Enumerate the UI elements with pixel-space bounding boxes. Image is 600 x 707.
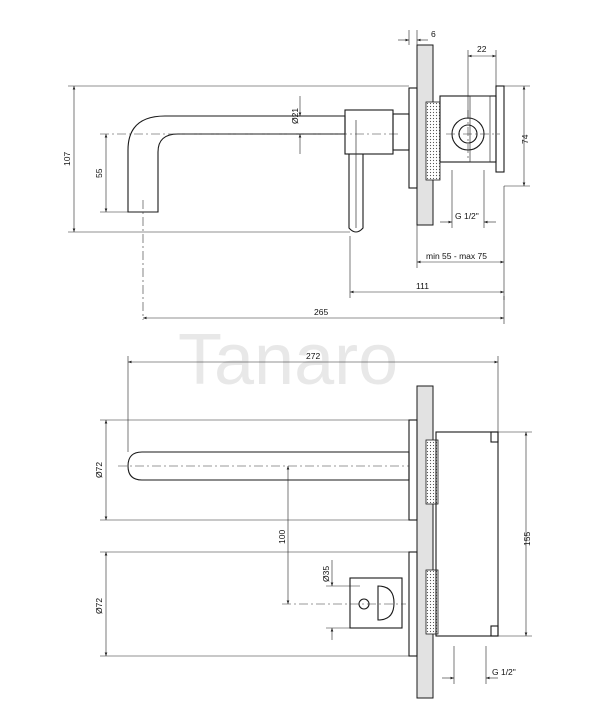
dim-box-height: 74: [520, 134, 530, 144]
lever-side: [348, 153, 364, 233]
dim-box-offset: 22: [477, 44, 487, 54]
dim-wall-thickness: 6: [431, 29, 436, 39]
watermark: Tanaro: [178, 320, 398, 400]
dim-spout-drop: 55: [94, 168, 104, 178]
handle-rosette: [408, 551, 418, 657]
dim-handle-distance: 111: [416, 281, 429, 291]
spout-side: [127, 115, 346, 213]
concealed-box-top: [435, 431, 499, 637]
dim-thread-top: G 1/2": [455, 211, 479, 221]
dim-axis-distance: 100: [277, 530, 287, 544]
dim-box-width: 155: [522, 532, 532, 546]
dim-handle-diameter: Ø35: [321, 566, 331, 582]
spout-top: [127, 451, 410, 481]
sleeve-hatch-side: [425, 101, 441, 181]
box-flange-side: [495, 85, 505, 173]
wall-top: [416, 385, 434, 699]
dim-outlet-diameter: Ø21: [290, 108, 300, 124]
dim-spout-rosette: Ø72: [94, 462, 104, 478]
handle-cap: [377, 585, 395, 621]
top-view: 272 Ø72 100 Ø35 Ø72 155 G 1/2": [94, 351, 532, 699]
handle-body-top: [349, 577, 403, 629]
dim-install-depth: min 55 - max 75: [426, 251, 487, 261]
dim-handle-rosette: Ø72: [94, 598, 104, 614]
dim-total-height: 107: [62, 152, 72, 166]
side-view: 6 22 74 Ø21 107 55 G 1/2" min: [62, 29, 530, 324]
handle-body-side: [344, 109, 394, 155]
mounting-plate-side: [408, 87, 418, 189]
spout-rosette: [408, 419, 418, 521]
dim-spout-length: 265: [314, 307, 328, 317]
dim-overall-length: 272: [306, 351, 320, 361]
dim-thread-bottom: G 1/2": [492, 667, 516, 677]
